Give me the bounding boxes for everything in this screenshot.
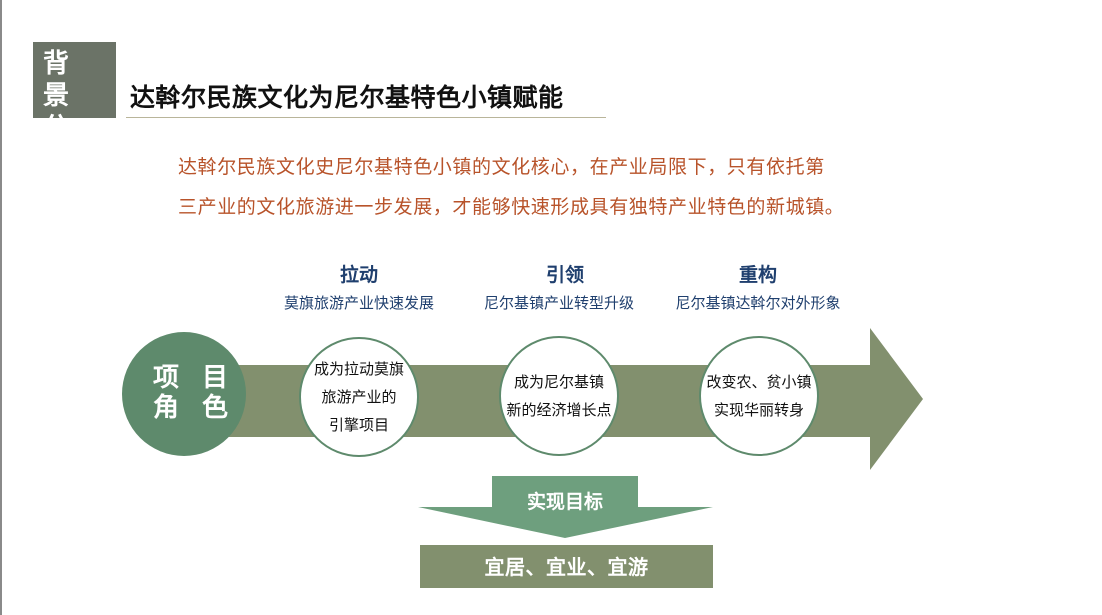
section-tag-line2: 分 析 (43, 113, 78, 175)
goal-down-arrow (418, 476, 713, 538)
title-underline (126, 117, 606, 118)
stage-circle-pull: 成为拉动莫旗 旅游产业的 引擎项目 (299, 337, 419, 457)
intro-line-1: 达斡尔民族文化史尼尔基特色小镇的文化核心，在产业局限下，只有依托第 (178, 156, 825, 178)
stage-circle-text: 引擎项目 (328, 416, 389, 434)
role-line1: 项 目 (153, 363, 236, 393)
result-box: 宜居、宜业、宜游 (420, 545, 713, 588)
stage-circle-text: 成为拉动莫旗 (313, 360, 404, 378)
intro-line-2: 三产业的文化旅游进一步发展，才能够快速形成具有独特产业特色的新城镇。 (178, 196, 845, 218)
section-tag: 背 景 分 析 (33, 42, 116, 175)
stage-circle-text: 旅游产业的 (321, 388, 397, 406)
stage-heading-lead: 引领 (545, 264, 584, 286)
stage-subtitle-pull: 莫旗旅游产业快速发展 (283, 294, 434, 312)
stage-circle-text: 新的经济增长点 (506, 401, 612, 419)
stage-circle-text: 实现华丽转身 (713, 401, 804, 419)
section-tag-line1: 背 景 (43, 49, 78, 111)
project-role-circle: 项 目 角 色 (122, 332, 246, 456)
stage-heading-rebuild: 重构 (738, 264, 777, 286)
stage-circle-rebuild: 改变农、贫小镇 实现华丽转身 (699, 336, 819, 456)
stage-circle-lead: 成为尼尔基镇 新的经济增长点 (499, 336, 619, 456)
stage-subtitle-rebuild: 尼尔基镇达斡尔对外形象 (675, 294, 841, 312)
stage-heading-pull: 拉动 (339, 264, 378, 286)
role-line2: 角 色 (153, 393, 236, 423)
page-title: 达斡尔民族文化为尼尔基特色小镇赋能 (130, 83, 564, 112)
goal-label: 实现目标 (526, 491, 603, 513)
stage-circle-text: 改变农、贫小镇 (706, 373, 812, 391)
stage-circle-text: 成为尼尔基镇 (513, 373, 604, 391)
left-edge-line (0, 0, 2, 615)
stage-subtitle-lead: 尼尔基镇产业转型升级 (483, 294, 634, 312)
